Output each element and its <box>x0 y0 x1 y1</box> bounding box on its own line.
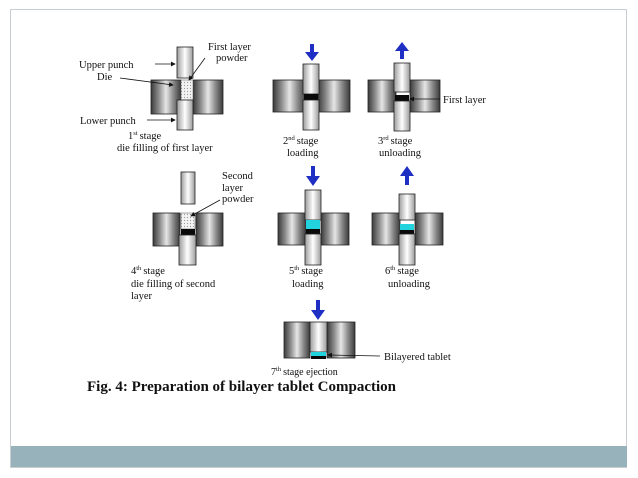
first-layer-compact <box>311 356 326 359</box>
upper-punch <box>309 321 328 353</box>
die-left <box>367 79 397 113</box>
lower-punch <box>304 233 322 266</box>
stage-5-desc: loading <box>292 279 324 290</box>
up-arrow-icon <box>395 42 409 59</box>
die-right <box>317 79 351 113</box>
die-right <box>326 321 356 359</box>
die-right <box>192 79 224 115</box>
label-second-layer-line1: Second <box>222 171 254 182</box>
label-die: Die <box>97 72 113 83</box>
die-right <box>195 212 224 247</box>
label-upper-punch: Upper punch <box>79 60 134 71</box>
label-first-layer-powder-line2: powder <box>216 53 248 64</box>
lower-punch <box>393 100 411 132</box>
label-second-layer-line3: powder <box>222 194 254 205</box>
powder-pointer <box>188 57 206 81</box>
lower-punch <box>178 234 197 266</box>
stage-2-desc: loading <box>287 148 319 159</box>
first-layer-compact <box>395 95 409 101</box>
die-left <box>371 212 401 246</box>
die-left <box>277 212 307 246</box>
down-arrow-icon <box>311 300 325 320</box>
lower-punch <box>176 99 194 131</box>
stage-6-assembly <box>371 166 444 266</box>
stage-2-assembly <box>272 44 351 131</box>
label-second-layer-line2: layer <box>222 183 243 194</box>
lower-punch <box>302 99 320 131</box>
die-left <box>152 212 181 247</box>
first-layer-compact <box>400 230 414 234</box>
stage-5-assembly <box>277 166 350 266</box>
footer-bar <box>11 446 627 467</box>
slide-frame <box>10 9 627 468</box>
label-bilayered-tablet: Bilayered tablet <box>384 352 451 363</box>
second-layer-compact <box>400 224 414 230</box>
upper-punch <box>393 62 411 93</box>
first-layer-compact <box>306 229 320 234</box>
lower-punch <box>398 233 416 266</box>
stage-4-desc-line2: layer <box>131 291 152 302</box>
die-right <box>414 212 444 246</box>
stage-4-assembly <box>152 171 224 266</box>
first-layer-powder <box>180 79 194 101</box>
first-layer-compact <box>304 94 318 100</box>
bilayered-pointer <box>327 352 381 358</box>
upper-punch <box>176 46 194 79</box>
second-layer-compact <box>306 220 320 229</box>
die-right <box>409 79 441 113</box>
upper-punch <box>304 189 322 221</box>
stage-3-assembly <box>367 42 441 132</box>
stage-7-assembly <box>283 300 381 359</box>
upper-punch <box>180 171 196 205</box>
second-layer-compact <box>311 352 326 356</box>
up-arrow-icon <box>400 166 414 185</box>
die-pointer <box>119 77 174 87</box>
label-first-layer: First layer <box>443 95 486 106</box>
die-right <box>320 212 350 246</box>
stage-3-desc: unloading <box>379 148 422 159</box>
down-arrow-icon <box>306 166 320 186</box>
first-layer-compact <box>181 229 195 235</box>
die-left <box>283 321 311 359</box>
die-left <box>272 79 307 113</box>
second-powder-pointer <box>190 199 221 217</box>
upper-punch <box>302 63 320 95</box>
label-first-layer-powder-line1: First layer <box>208 42 251 53</box>
figure-caption: Fig. 4: Preparation of bilayer tablet Co… <box>87 379 397 395</box>
stage-6-desc: unloading <box>388 279 431 290</box>
stage-4-desc-line1: die filling of second <box>131 279 216 290</box>
die-left <box>150 79 182 115</box>
stage-1-assembly <box>119 46 224 131</box>
label-lower-punch: Lower punch <box>80 116 136 127</box>
upper-punch <box>398 193 416 221</box>
stage-1-desc: die filling of first layer <box>117 143 213 154</box>
down-arrow-icon <box>305 44 319 61</box>
